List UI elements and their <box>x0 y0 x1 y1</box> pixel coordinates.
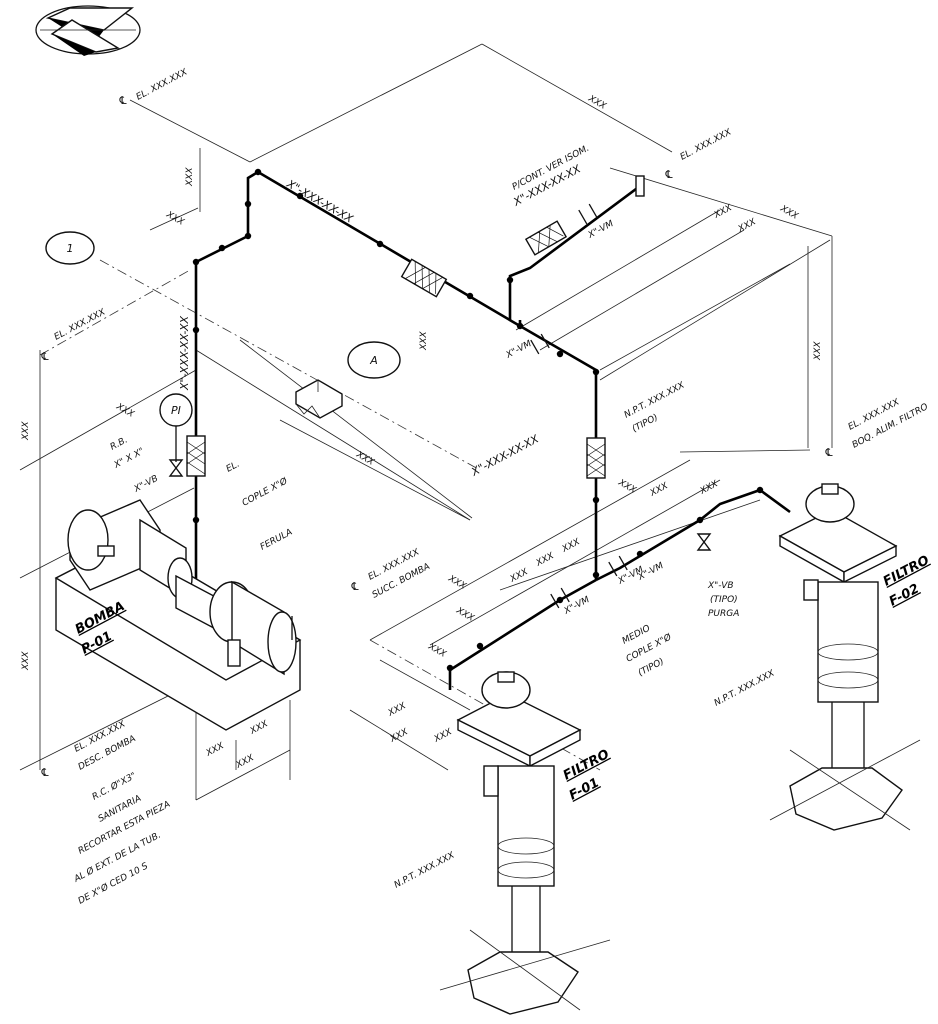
filter-f02 <box>769 483 921 831</box>
line-top-label: X"-XXX-XX-XX <box>284 177 356 226</box>
dim-label: XXX <box>813 341 823 361</box>
dim-label: XXX <box>386 701 409 719</box>
el-small-label: EL. <box>225 459 242 474</box>
dim-label: XXX <box>736 217 759 235</box>
vb-tipo-label: (TIPO) <box>710 595 738 605</box>
bubble-a-label: A <box>369 354 378 367</box>
npt-f01-label: N.P.T. XXX.XXX <box>393 850 457 891</box>
dim-label: XXX <box>426 641 449 660</box>
joint-dots <box>192 168 764 672</box>
flexible-connectors <box>186 220 606 479</box>
purga-label: PURGA <box>708 609 739 619</box>
cl-mark-4: ℄ <box>824 446 834 459</box>
dim-label: XXX <box>185 167 195 187</box>
pump-p01 <box>54 499 302 731</box>
cl-mark-1: ℄ <box>118 94 128 107</box>
dim-label: XXX <box>419 331 429 351</box>
pressure-indicator: PI <box>159 393 193 462</box>
filter-f01 <box>439 671 611 1015</box>
npt-f02-label: N.P.T. XXX.XXX <box>713 668 777 709</box>
dim-label: XXX <box>388 727 411 745</box>
dim-label: XXX <box>560 537 583 555</box>
bubble-1: 1 <box>45 231 95 265</box>
dim-label: XXX <box>534 551 557 569</box>
tipo-medio-label: (TIPO) <box>637 657 666 679</box>
north-arrow-icon <box>35 5 141 56</box>
dim-label: XXX <box>21 651 31 671</box>
vb-left-label: X"-VB <box>132 474 160 495</box>
line-vertical-label: X"-XXX-XX-XX <box>178 315 191 391</box>
dim-label: XXX <box>204 741 227 759</box>
el-right-top-label: EL. XXX.XXX <box>679 127 734 163</box>
bubble-1-label: 1 <box>67 242 74 255</box>
cl-mark-5: ℄ <box>350 580 360 593</box>
dim-label: XXX <box>114 401 137 420</box>
cl-mark-3: ℄ <box>664 168 674 181</box>
vm-4-label: X"-VM <box>562 595 592 617</box>
reference-frame <box>19 43 833 801</box>
dim-label: XXX <box>234 753 257 771</box>
dim-label: XXX <box>164 209 187 228</box>
bubble-a: A <box>347 341 401 379</box>
dim-label: XXX <box>21 421 31 441</box>
dim-label: XXX <box>454 605 477 624</box>
dim-label: XXX <box>648 481 671 499</box>
ferula-label: FERULA <box>259 527 294 552</box>
valves <box>168 175 712 609</box>
cople-label: COPLE X"Ø <box>240 475 290 508</box>
dim-label: XXX <box>354 449 377 468</box>
rb-label: R.B. <box>109 435 130 452</box>
dim-label: XXX <box>432 727 455 745</box>
dim-label: XXX <box>616 477 639 496</box>
cl-mark-6: ℄ <box>40 766 50 779</box>
vm-5-label: X"-VM <box>636 561 666 583</box>
el-top-label: EL. XXX.XXX <box>135 67 190 103</box>
dim-label: XXX <box>508 567 531 585</box>
vb-right-label: X"-VB <box>707 581 734 591</box>
line-mid-label: X"-XXX-XX-XX <box>468 432 541 479</box>
annotations: EL. XXX.XXX EL. XXX.XXX EL. XXX.XXX EL. … <box>21 67 932 907</box>
el-left-label: EL. XXX.XXX <box>53 307 108 343</box>
cl-mark-2: ℄ <box>40 350 50 363</box>
section-marker <box>295 379 343 419</box>
dim-label: XXX <box>778 203 801 222</box>
centerline-marks: ℄ ℄ ℄ ℄ ℄ ℄ <box>40 94 834 779</box>
dim-label: XXX <box>248 719 271 737</box>
dim-label: XXX <box>446 573 469 592</box>
pi-label: PI <box>171 404 181 417</box>
vm-2-label: X"-VM <box>504 339 534 361</box>
